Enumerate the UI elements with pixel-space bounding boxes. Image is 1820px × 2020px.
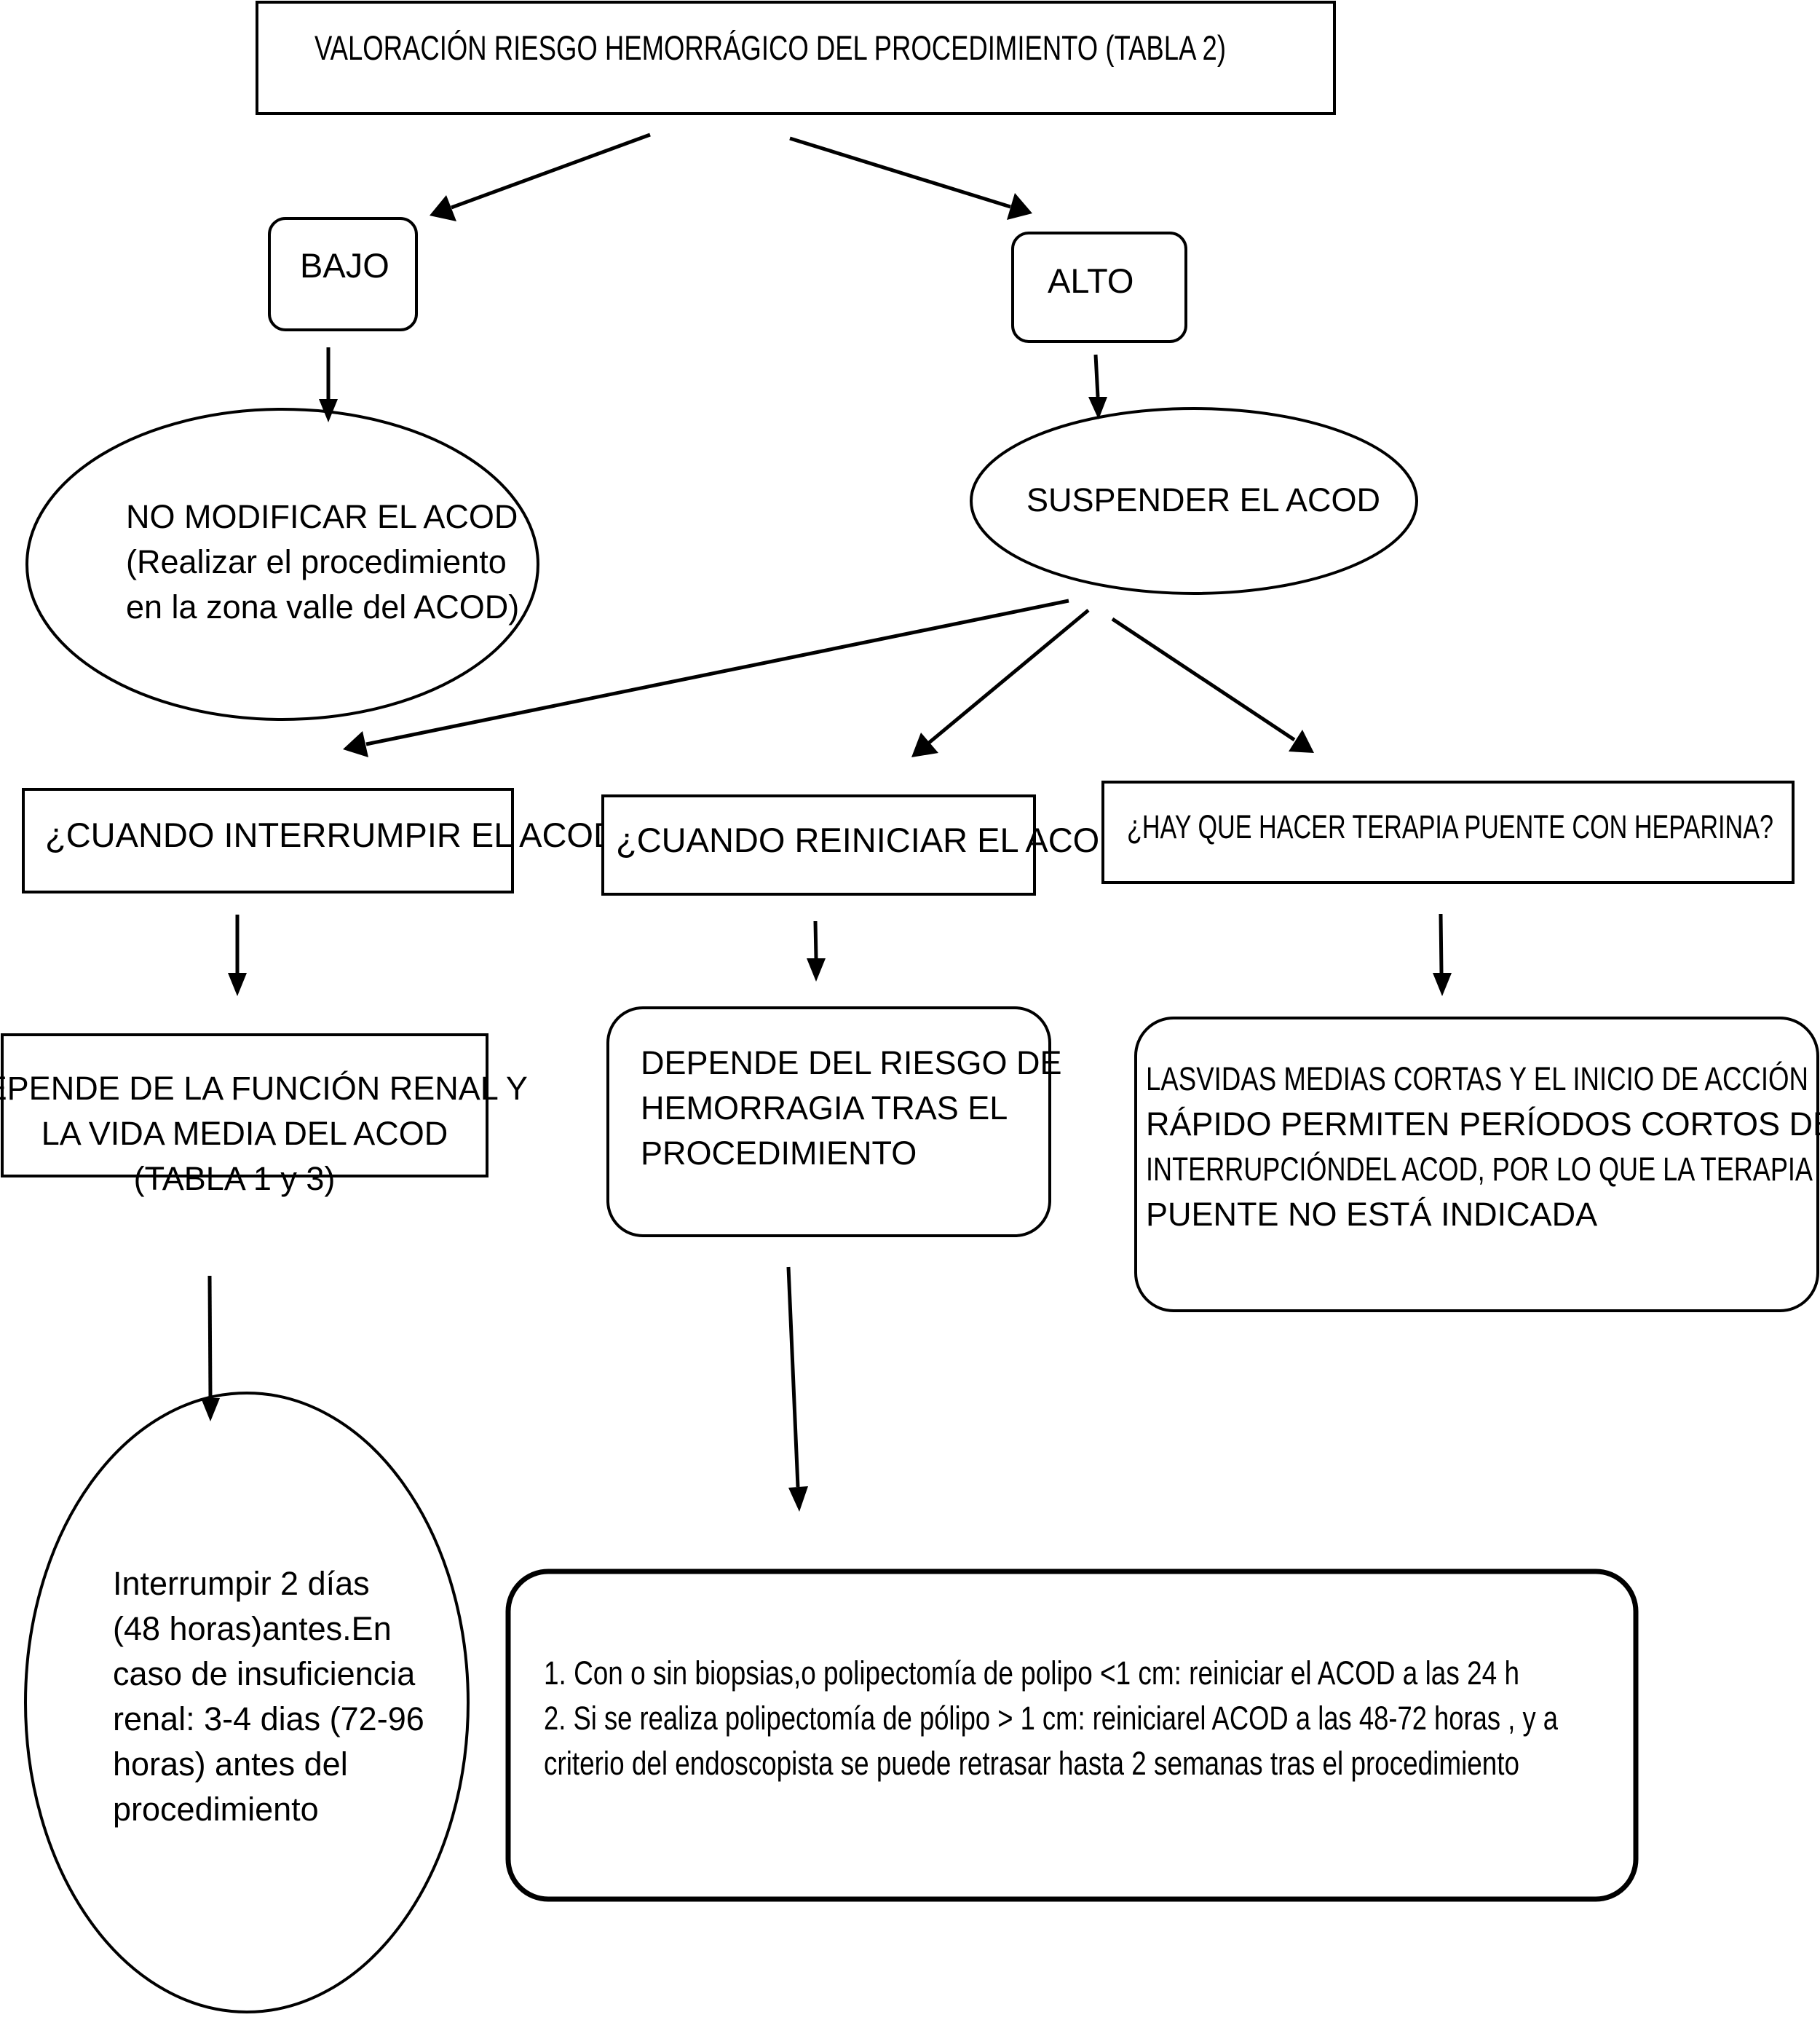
no-modify-node: NO MODIFICAR EL ACOD (Realizar el proced…: [25, 408, 539, 721]
high-risk-box: [1011, 232, 1187, 343]
title-text: VALORACIÓN RIESGO HEMORRÁGICO DEL PROCED…: [314, 28, 1226, 67]
arrow-restart-to-bleed-risk: [807, 920, 826, 982]
arrow-bridge-to-answer: [1433, 913, 1452, 996]
arrow-suspend-to-bridge: [1111, 617, 1314, 753]
interrupt-detail-line-5: horas) antes del: [113, 1745, 348, 1783]
low-risk-box: [268, 217, 418, 331]
renal-node: DEPENDE DE LA FUNCIÓN RENAL Y LA VIDA ME…: [0, 1033, 528, 1197]
bridge-question-node: ¿HAY QUE HACER TERAPIA PUENTE CON HEPARI…: [1101, 781, 1795, 884]
bridge-answer-box: [1134, 1017, 1819, 1312]
arrow-suspend-to-interrupt: [343, 599, 1069, 757]
restart-detail-line-1: 1. Con o sin biopsias,o polipectomía de …: [544, 1654, 1519, 1692]
restart-detail-box: [505, 1569, 1639, 1902]
renal-line-2: LA VIDA MEDIA DEL ACOD: [41, 1115, 448, 1152]
bridge-question-label: ¿HAY QUE HACER TERAPIA PUENTE CON HEPARI…: [1127, 808, 1773, 845]
high-risk-node: ALTO: [1011, 232, 1187, 343]
no-modify-line-1: NO MODIFICAR EL ACOD: [126, 498, 518, 535]
restart-detail-line-3: criterio del endoscopista se puede retra…: [544, 1745, 1519, 1782]
no-modify-line-3: en la zona valle del ACOD): [126, 588, 519, 626]
bridge-answer-line-1: LASVIDAS MEDIAS CORTAS Y EL INICIO DE AC…: [1146, 1060, 1808, 1097]
interrupt-detail-line-4: renal: 3-4 dias (72-96: [113, 1700, 424, 1737]
renal-line-3: (TABLA 1 y 3): [134, 1160, 336, 1197]
renal-box: [1, 1033, 488, 1177]
bleed-risk-line-2: HEMORRAGIA TRAS EL: [641, 1089, 1008, 1127]
interrupt-detail-line-6: procedimiento: [113, 1791, 319, 1828]
arrows: [201, 133, 1452, 1512]
arrow-suspend-to-restart: [911, 609, 1090, 757]
restart-question-node: ¿CUANDO REINICIAR EL ACOD?: [601, 794, 1143, 896]
suspend-ellipse: [970, 407, 1418, 595]
arrow-title-to-high: [789, 136, 1032, 220]
no-modify-ellipse: [25, 408, 539, 721]
bleed-risk-line-1: DEPENDE DEL RIESGO DE: [641, 1044, 1061, 1081]
bleed-risk-box: [606, 1006, 1051, 1237]
bleed-risk-line-3: PROCEDIMIENTO: [641, 1135, 917, 1172]
interrupt-detail-node: Interrumpir 2 días (48 horas)antes.En ca…: [24, 1392, 470, 2013]
bridge-answer-line-3: INTERRUPCIÓNDEL ACOD, POR LO QUE LA TERA…: [1146, 1151, 1813, 1188]
interrupt-question-node: ¿CUANDO INTERRUMPIR EL ACOD?: [22, 788, 637, 893]
interrupt-question-label: ¿CUANDO INTERRUMPIR EL ACOD?: [45, 816, 637, 854]
renal-line-1: DEPENDE DE LA FUNCIÓN RENAL Y: [0, 1070, 528, 1107]
interrupt-detail-ellipse: [24, 1392, 470, 2013]
arrow-bleed-risk-to-restart-detail: [786, 1266, 808, 1512]
bridge-answer-node: LASVIDAS MEDIAS CORTAS Y EL INICIO DE AC…: [1134, 1017, 1820, 1312]
title-node: VALORACIÓN RIESGO HEMORRÁGICO DEL PROCED…: [256, 1, 1336, 115]
interrupt-detail-line-1: Interrumpir 2 días: [113, 1565, 370, 1602]
no-modify-line-2: (Realizar el procedimiento: [126, 543, 507, 580]
bleed-risk-node: DEPENDE DEL RIESGO DE HEMORRAGIA TRAS EL…: [606, 1006, 1061, 1237]
title-box: [256, 1, 1336, 115]
arrow-interrupt-to-renal: [228, 915, 247, 996]
arrow-low-to-no-modify: [319, 347, 338, 422]
arrow-title-to-low: [430, 133, 651, 221]
arrow-renal-to-interrupt-detail: [201, 1275, 220, 1421]
bridge-answer-line-2: RÁPIDO PERMITEN PERÍODOS CORTOS DE: [1146, 1105, 1820, 1143]
restart-detail-node: 1. Con o sin biopsias,o polipectomía de …: [505, 1569, 1639, 1902]
low-risk-label: BAJO: [300, 246, 389, 285]
suspend-label: SUSPENDER EL ACOD: [1026, 481, 1380, 518]
low-risk-node: BAJO: [268, 217, 418, 331]
suspend-node: SUSPENDER EL ACOD: [970, 407, 1418, 595]
bridge-answer-line-4: PUENTE NO ESTÁ INDICADA: [1146, 1196, 1597, 1233]
restart-question-label: ¿CUANDO REINICIAR EL ACOD?: [616, 821, 1143, 859]
interrupt-question-box: [22, 788, 514, 893]
arrow-high-to-suspend: [1088, 354, 1107, 419]
interrupt-detail-line-3: caso de insuficiencia: [113, 1655, 416, 1692]
restart-question-box: [601, 794, 1036, 896]
bridge-question-box: [1101, 781, 1795, 884]
restart-detail-line-2: 2. Si se realiza polipectomía de pólipo …: [544, 1700, 1559, 1737]
high-risk-label: ALTO: [1048, 261, 1133, 300]
interrupt-detail-line-2: (48 horas)antes.En: [113, 1610, 392, 1647]
